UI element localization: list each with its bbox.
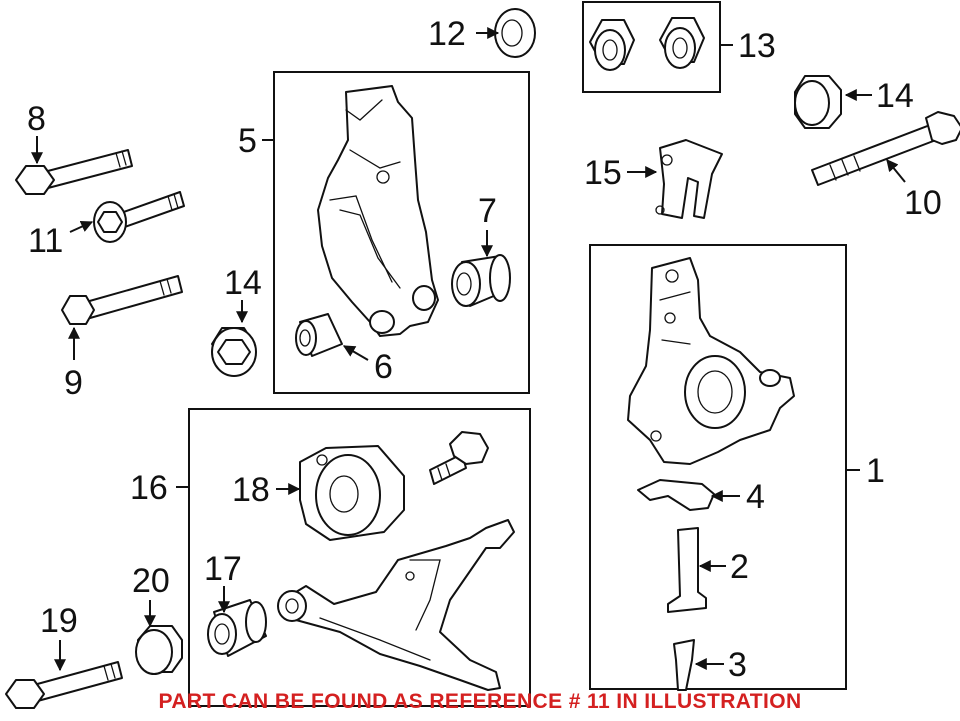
callout-numbers: 1 2 3 4 5 6 7 8 9 10 11 12 13 14 14 15 1… [27, 15, 942, 684]
upper-bracket-group-box [273, 71, 530, 394]
callout-17: 17 [204, 550, 242, 588]
lower-bushing-part [299, 445, 405, 541]
callout-1: 1 [866, 452, 885, 490]
lower-arm-group-box [188, 408, 531, 707]
callout-16: 16 [130, 469, 168, 507]
callout-2: 2 [730, 548, 749, 586]
shield-part [637, 479, 715, 511]
callout-18: 18 [232, 471, 270, 509]
reference-note: PART CAN BE FOUND AS REFERENCE # 11 IN I… [158, 690, 802, 713]
leader-lines [31, 27, 906, 672]
upper-bracket-part [317, 85, 439, 337]
knuckle-group-box [589, 244, 847, 690]
screw-part [429, 431, 489, 485]
bolt-part-19 [5, 661, 123, 709]
bolt-part-8 [15, 149, 133, 195]
callout-3: 3 [728, 646, 747, 684]
callout-8: 8 [27, 100, 46, 138]
callout-14-right: 14 [876, 77, 914, 115]
nut-pair-group-box [582, 1, 721, 93]
upper-bushing-part [451, 254, 511, 307]
flange-nut-part-20 [135, 625, 183, 675]
bolt-part-9 [61, 275, 183, 325]
lower-control-arm-part [277, 519, 515, 691]
callout-6: 6 [374, 348, 393, 386]
callout-5: 5 [238, 122, 257, 160]
nut-pair-part [589, 17, 705, 71]
callout-10: 10 [904, 184, 942, 222]
callout-15: 15 [584, 154, 622, 192]
callout-14-left: 14 [224, 264, 262, 302]
arm-bushing-part [207, 599, 267, 657]
flange-nut-part-left [211, 327, 257, 377]
flange-nut-part-right [794, 75, 842, 129]
bracket-part [655, 139, 723, 219]
pin-part [667, 527, 707, 613]
callout-13: 13 [738, 27, 776, 65]
callout-11: 11 [28, 222, 63, 260]
steering-knuckle-part [627, 257, 795, 465]
callout-12: 12 [428, 15, 466, 53]
callout-20: 20 [132, 562, 170, 600]
callout-9: 9 [64, 364, 83, 402]
small-bushing-part [295, 313, 343, 357]
callout-4: 4 [746, 478, 765, 516]
callout-7: 7 [478, 192, 497, 230]
bolt-part-11 [93, 191, 185, 243]
stud-part [673, 639, 695, 691]
washer-part [494, 8, 536, 58]
long-bolt-part [811, 111, 960, 186]
callout-19: 19 [40, 602, 78, 640]
